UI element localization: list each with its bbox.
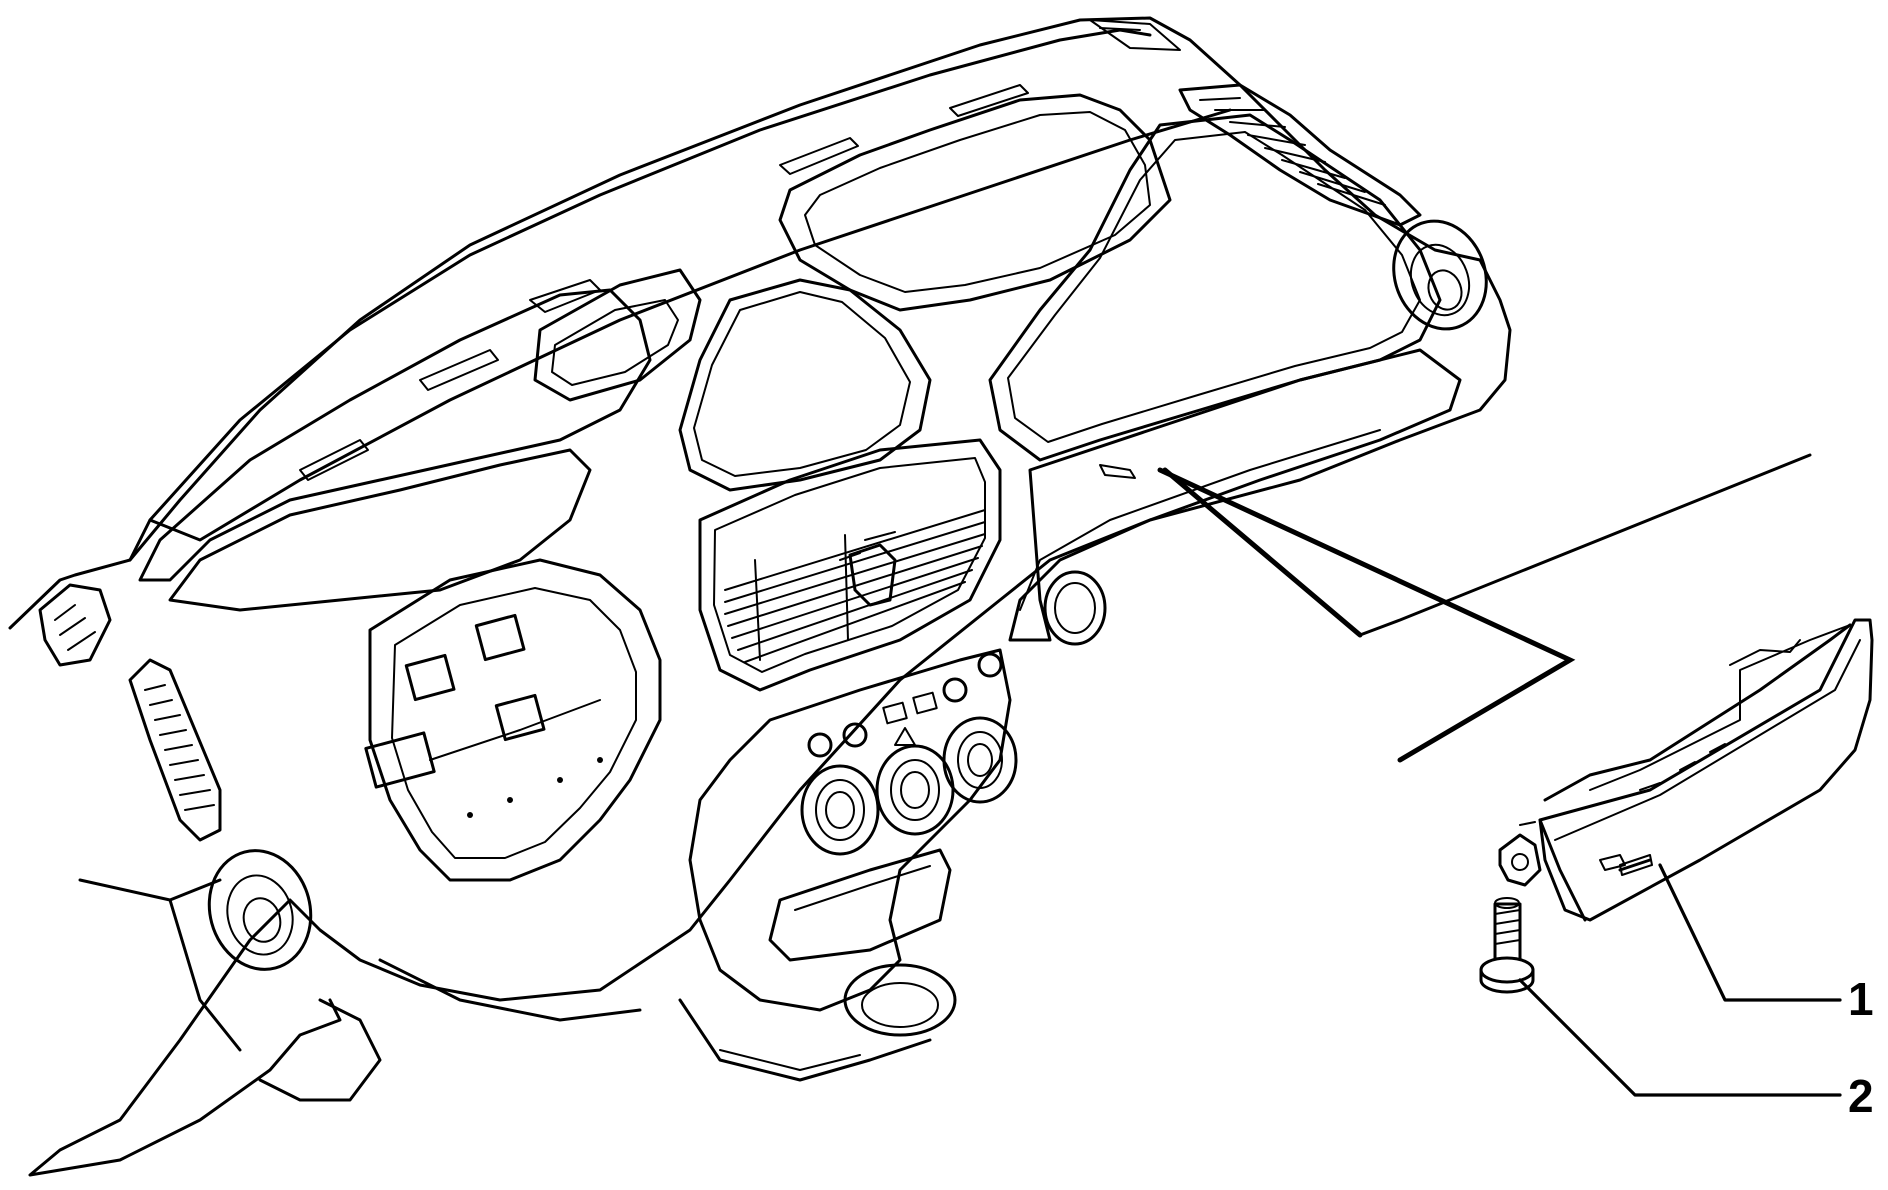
callout-label-1: 1	[1848, 973, 1874, 1025]
callout-1-leader	[1658, 863, 1842, 1002]
glovebox-part	[1498, 618, 1874, 922]
screw-part	[1479, 897, 1535, 994]
detail-leader-lines	[1157, 453, 1812, 763]
instrument-hood	[138, 268, 702, 612]
callout-label-2: 2	[1848, 1070, 1874, 1122]
center-air-vent	[698, 438, 1002, 692]
right-upper-vent	[1178, 83, 1422, 227]
steering-column-frame	[364, 558, 662, 882]
left-side-vents	[38, 583, 642, 1102]
center-console	[678, 648, 1018, 1082]
callout-2-leader	[1518, 978, 1842, 1097]
center-display-housing	[678, 93, 1172, 492]
callout-leaders	[1518, 863, 1842, 1097]
glovebox-area	[988, 113, 1488, 646]
